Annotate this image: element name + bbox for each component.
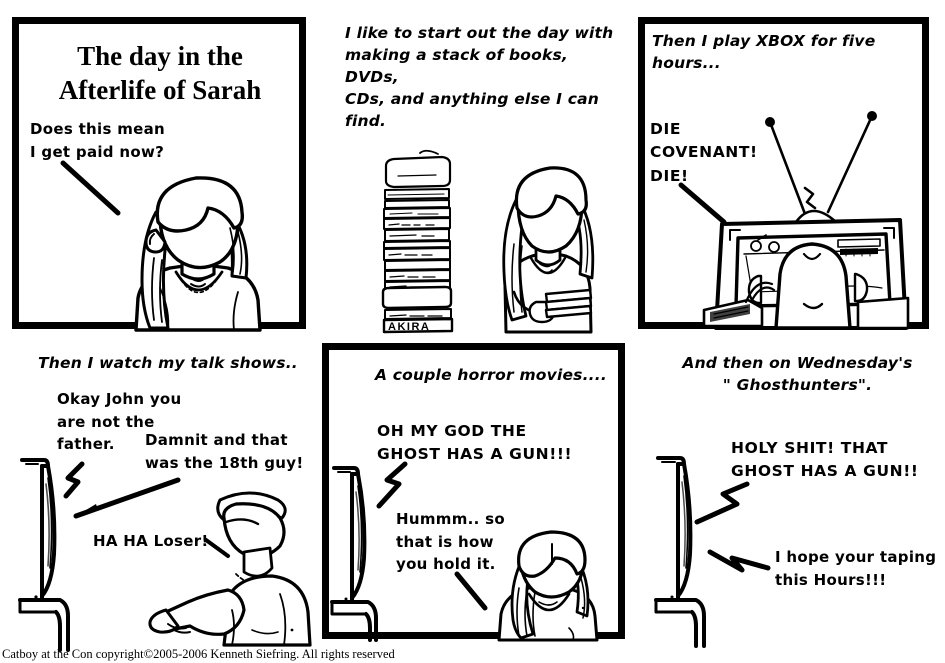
panel-6-speech-1: HOLY SHIT! THAT GHOST HAS A GUN!! (731, 439, 919, 481)
panel-6-caption: And then on Wednesday's " Ghosthunters". (682, 354, 913, 394)
panel-2-caption: I like to start out the day with making … (345, 24, 614, 130)
panel-4-speech-3: HA HA Loser! (93, 532, 209, 550)
panel-5-caption: A couple horror movies.... (375, 366, 607, 384)
panel-4-speech-2: Damnit and that was the 18th guy! (145, 431, 304, 472)
panel-4-caption: Then I watch my talk shows.. (38, 354, 298, 372)
comic-title: The day in the Afterlife of Sarah (58, 41, 262, 105)
panel-1-speech-1: Does this mean I get paid now? (30, 120, 166, 161)
comic-panel-4 (12, 340, 312, 640)
panel-3-speech-1: DIE COVENANT! DIE! (650, 120, 758, 185)
panel-5-speech-2: Hummm.. so that is how you hold it. (396, 510, 505, 573)
comic-panel-5 (322, 343, 625, 639)
panel-5-speech-1: OH MY GOD THE GHOST HAS A GUN!!! (377, 422, 573, 464)
panel-3-caption: Then I play XBOX for five hours... (652, 32, 876, 72)
panel-6-speech-2: I hope your taping this Hours!!! (775, 548, 937, 589)
copyright-footer: Catboy at the Con copyright©2005-2006 Ke… (2, 647, 395, 661)
panel-4-speech-1: Okay John you are not the father. (57, 390, 182, 453)
